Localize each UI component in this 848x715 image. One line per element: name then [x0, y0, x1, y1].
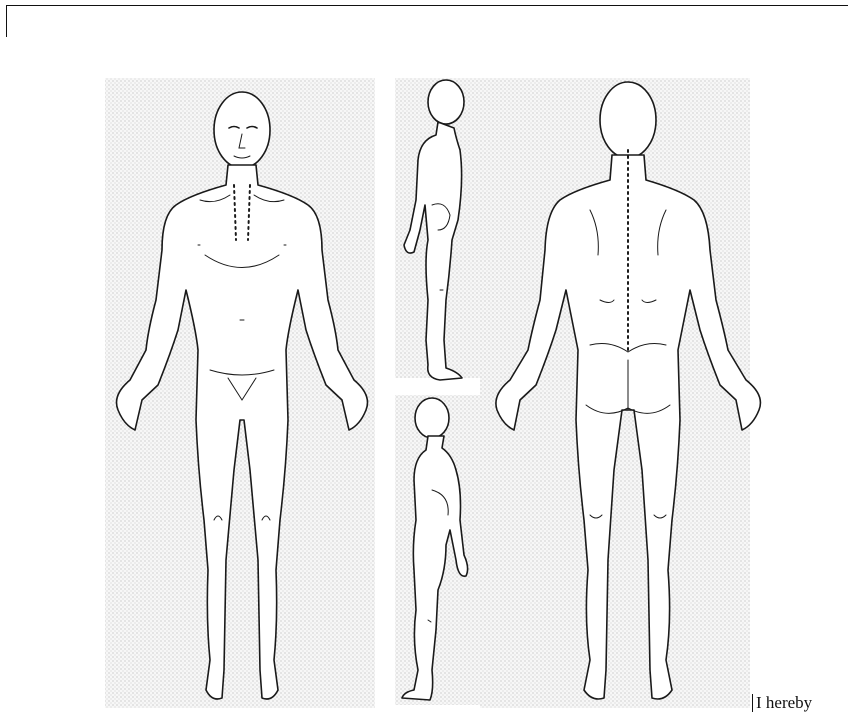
consent-text-fragment: I hereby — [752, 694, 812, 712]
